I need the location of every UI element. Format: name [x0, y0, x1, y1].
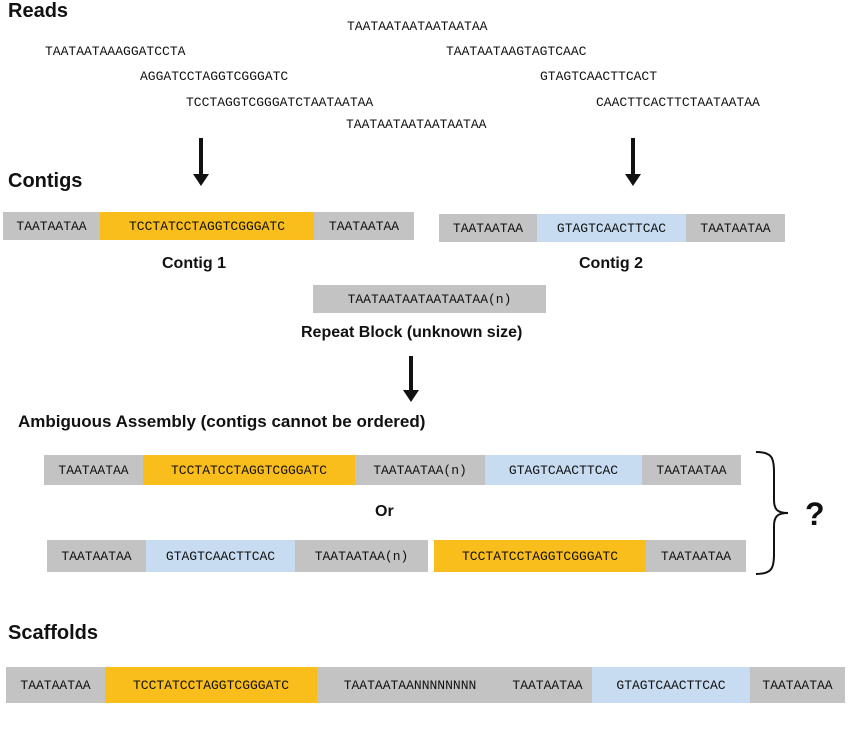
read-7: CAACTTCACTTCTAATAATAA [596, 95, 760, 110]
repeat-segment: TAATAATAA(n) [295, 540, 428, 572]
flank-segment: TAATAATAA [642, 455, 741, 485]
gap-segment: TAATAATAANNNNNNNN [317, 667, 503, 703]
read-6: TCCTAGGTCGGGATCTAATAATAA [186, 95, 374, 110]
or-label: Or [375, 503, 394, 520]
contig-1-sequence: TAATAATAA TCCTATCCTAGGTCGGGATC TAATAATAA [3, 212, 414, 240]
flank-segment: TAATAATAA [750, 667, 845, 703]
read-3: TAATAATAAGTAGTCAAC [446, 44, 587, 59]
curly-brace-icon [755, 451, 789, 575]
spacer-segment [428, 540, 434, 572]
scaffold-sequence: TAATAATAA TCCTATCCTAGGTCGGGATC TAATAATAA… [6, 667, 845, 703]
read-4: AGGATCCTAGGTCGGGATC [140, 69, 289, 84]
read-2: TAATAATAAAGGATCCTA [45, 44, 186, 59]
read-1: TAATAATAATAATAATAA [347, 19, 488, 34]
flank-segment: TAATAATAA [44, 455, 143, 485]
contig-2-core-segment: GTAGTCAACTTCAC [485, 455, 642, 485]
down-arrow-icon [403, 356, 419, 402]
flank-segment: TAATAATAA [686, 214, 785, 242]
read-8: TAATAATAATAATAATAA [346, 117, 487, 132]
repeat-block-segment: TAATAATAATAATAATAA(n) [313, 285, 546, 313]
question-mark: ? [805, 496, 825, 532]
repeat-segment: TAATAATAA(n) [355, 455, 485, 485]
contig-2-core-segment: GTAGTCAACTTCAC [537, 214, 686, 242]
contig-1-core-segment: TCCTATCCTAGGTCGGGATC [143, 455, 355, 485]
contig-2-label: Contig 2 [579, 255, 643, 272]
contig-2-core-segment: GTAGTCAACTTCAC [146, 540, 295, 572]
flank-segment: TAATAATAA [646, 540, 746, 572]
contig-1-label: Contig 1 [162, 255, 226, 272]
flank-segment: TAATAATAA [3, 212, 100, 240]
contig-1-core-segment: TCCTATCCTAGGTCGGGATC [105, 667, 317, 703]
assembly-option-2: TAATAATAA GTAGTCAACTTCAC TAATAATAA(n) TC… [47, 540, 746, 572]
assembly-option-1: TAATAATAA TCCTATCCTAGGTCGGGATC TAATAATAA… [44, 455, 741, 485]
contig-1-core-segment: TCCTATCCTAGGTCGGGATC [434, 540, 646, 572]
scaffolds-header: Scaffolds [8, 622, 99, 644]
flank-segment: TAATAATAA [314, 212, 414, 240]
flank-segment: TAATAATAA [503, 667, 592, 703]
down-arrow-icon [625, 138, 641, 186]
repeat-block-sequence: TAATAATAATAATAATAA(n) [313, 285, 546, 313]
contigs-header: Contigs [8, 170, 83, 192]
flank-segment: TAATAATAA [439, 214, 537, 242]
repeat-block-label: Repeat Block (unknown size) [301, 324, 523, 341]
flank-segment: TAATAATAA [6, 667, 105, 703]
contig-2-core-segment: GTAGTCAACTTCAC [592, 667, 750, 703]
reads-header: Reads [8, 0, 69, 22]
contig-2-sequence: TAATAATAA GTAGTCAACTTCAC TAATAATAA [439, 214, 785, 242]
down-arrow-icon [193, 138, 209, 186]
contig-1-core-segment: TCCTATCCTAGGTCGGGATC [100, 212, 314, 240]
ambiguous-assembly-label: Ambiguous Assembly (contigs cannot be or… [18, 412, 426, 431]
flank-segment: TAATAATAA [47, 540, 146, 572]
read-5: GTAGTCAACTTCACT [540, 69, 658, 84]
